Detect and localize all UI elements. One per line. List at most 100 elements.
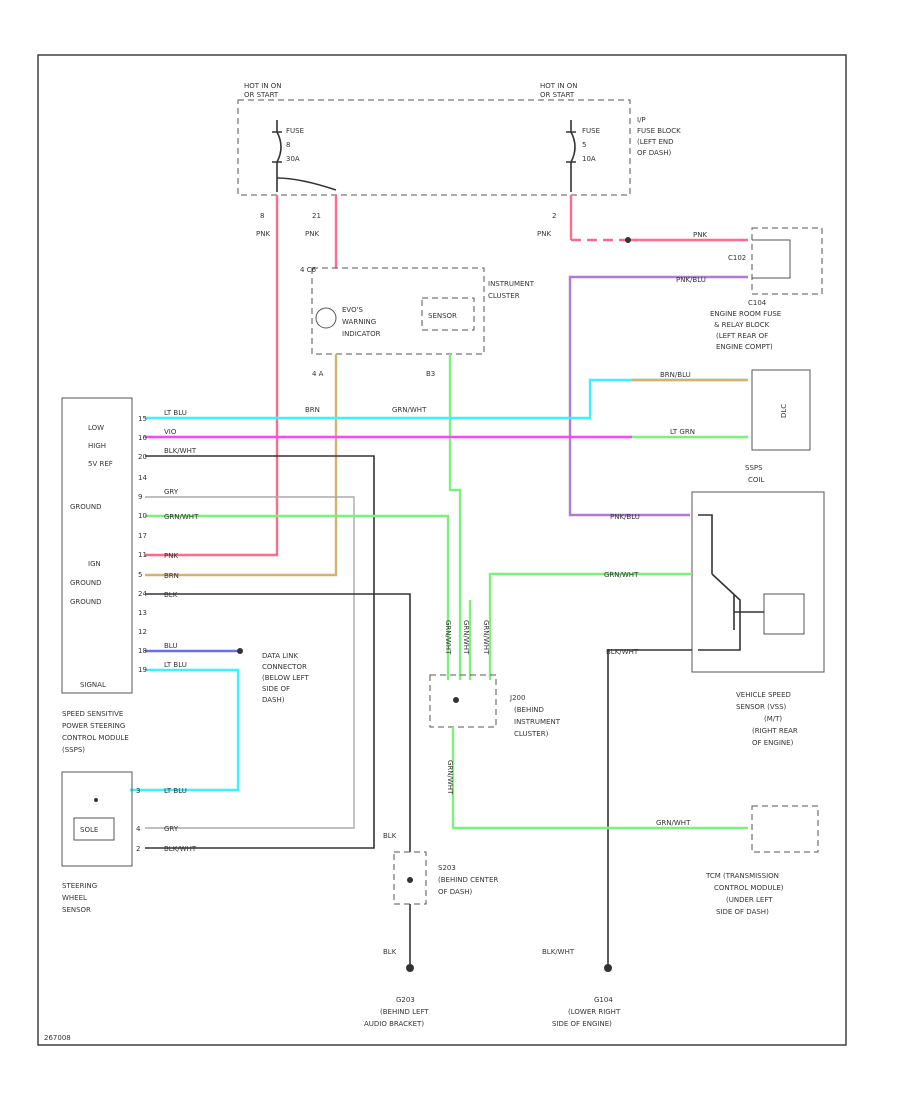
fuse-5-number: 5: [582, 141, 586, 149]
wire-label-blk-3: BLK: [383, 948, 397, 956]
data-link-connector-dot: [237, 648, 243, 654]
connector-dot-c102: [625, 237, 631, 243]
connector-c104: C104: [748, 299, 767, 307]
steering-sensor-inner-label: SOLE: [80, 826, 98, 834]
wire-label-blk-2: BLK: [383, 832, 397, 840]
module-pin-num-20: 20: [138, 453, 147, 461]
wire-label-pnk-1: PNK: [256, 230, 270, 238]
instrument-cluster: 4 C6 EVO'S WARNING INDICATOR SENSOR INST…: [300, 266, 535, 378]
coil-title-2: COIL: [748, 476, 764, 484]
tcm: TCM (TRANSMISSION CONTROL MODULE) (UNDER…: [705, 805, 819, 916]
ssps-label-4: (SSPS): [62, 746, 85, 754]
steering-wheel-sensor: SOLE 3 4 2 STEERING WHEEL SENSOR: [61, 771, 141, 914]
steering-sensor-box: [61, 771, 133, 867]
wire-label-blkwht-4: BLK/WHT: [542, 948, 575, 956]
wire-label-ltblu-3: LT BLU: [164, 787, 187, 795]
wire-brn-cluster-to-module: [145, 354, 338, 577]
steering-sensor-contact: [94, 798, 98, 802]
vss-label-1: VEHICLE SPEED: [736, 691, 791, 699]
vss-label-4: (RIGHT REAR: [752, 727, 798, 735]
s203-id: S203: [438, 864, 456, 872]
fuse-8-name: FUSE: [286, 127, 304, 135]
coil-element: [763, 593, 805, 635]
vss-transistor: [698, 514, 764, 651]
vss-label-2: SENSOR (VSS): [736, 703, 787, 711]
relay-block-label-2: & RELAY BLOCK: [714, 321, 770, 329]
module-pin-num-19: 19: [138, 666, 147, 674]
dlc-label: DLC: [780, 404, 788, 418]
module-pin-num-18: 18: [138, 647, 147, 655]
j200-label-1: (BEHIND: [514, 706, 544, 714]
steering-sensor-label-3: SENSOR: [62, 906, 91, 914]
cluster-pin-bottom-right: B3: [426, 370, 435, 378]
module-pin-num-5: 5: [138, 571, 142, 579]
module-pin-ground-1: GROUND: [70, 503, 102, 511]
cluster-pin-bottom-left: 4 A: [312, 370, 324, 378]
diagram-frame: [37, 54, 847, 1046]
data-link-label-3: (BELOW LEFT: [262, 674, 309, 682]
wire-label-pnk-5: PNK: [164, 552, 178, 560]
module-pin-5vref: 5V REF: [88, 460, 113, 468]
wire-label-pnk-4: PNK: [693, 231, 707, 239]
s203-node: [407, 877, 413, 883]
fuse-block: HOT IN ON OR START HOT IN ON OR START FU…: [237, 82, 681, 196]
j200-label-2: INSTRUMENT: [514, 718, 561, 726]
module-pin-num-14: 14: [138, 474, 147, 482]
wire-label-pnk-2: PNK: [305, 230, 319, 238]
cluster-label-2: CLUSTER: [488, 292, 520, 300]
wire-ltblu-low: [145, 378, 748, 420]
wire-blkwht-vss-ground: [607, 649, 692, 968]
ssps-label-3: CONTROL MODULE: [62, 734, 129, 742]
hot-left-line1: HOT IN ON: [244, 82, 282, 90]
coil-title-1: SSPS: [745, 464, 763, 472]
warning-indicator-lamp: [315, 307, 337, 329]
wire-label-blkwht-1: BLK/WHT: [164, 447, 197, 455]
wire-label-brn-2: BRN: [164, 572, 179, 580]
wire-label-gry-2: GRY: [164, 825, 179, 833]
ssps-module-box: [61, 397, 133, 694]
ground-g203-symbol: [406, 964, 414, 972]
fuse-block-bus-left: [276, 177, 337, 191]
pin-2-label: 2: [552, 212, 556, 220]
pin-8-label: 8: [260, 212, 264, 220]
module-pin-num-12: 12: [138, 628, 147, 636]
wire-label-ltgrn: LT GRN: [670, 428, 695, 436]
hot-right-line2: OR START: [540, 91, 575, 99]
steering-pin-3: 3: [136, 787, 140, 795]
relay-block-label-3: (LEFT REAR OF: [716, 332, 768, 340]
wire-label-pnkblu-2: PNK/BLU: [610, 513, 640, 521]
ssps-module: LOW HIGH 5V REF GROUND IGN GROUND GROUND…: [61, 397, 147, 754]
connector-c102: C102: [728, 254, 746, 262]
steering-sensor-label-2: WHEEL: [62, 894, 87, 902]
module-pin-num-16: 16: [138, 434, 147, 442]
fuse-block-label-1: I/P: [637, 116, 646, 124]
data-link-label-5: DASH): [262, 696, 285, 704]
wire-label-grnwht-v4: GRN/WHT: [446, 760, 454, 795]
splice-j200: J200 (BEHIND INSTRUMENT CLUSTER): [429, 674, 561, 738]
vss-label-3: (M/T): [764, 715, 782, 723]
steering-sensor-inner: [73, 817, 115, 841]
ground-g203-id: G203: [396, 996, 415, 1004]
data-link-label-4: SIDE OF: [262, 685, 290, 693]
fuse-5-rating: 10A: [582, 155, 596, 163]
steering-pin-4: 4: [136, 825, 141, 833]
s203-label-1: (BEHIND CENTER: [438, 876, 498, 884]
j200-outline: [429, 674, 497, 728]
ground-g104-id: G104: [594, 996, 613, 1004]
module-pin-low: LOW: [88, 424, 104, 432]
fuse-8-link: [276, 131, 282, 163]
wire-label-pnk-3: PNK: [537, 230, 551, 238]
module-pin-num-17: 17: [138, 532, 147, 540]
wire-label-brnblu: BRN/BLU: [660, 371, 691, 379]
ssps-label-1: SPEED SENSITIVE: [62, 710, 123, 718]
j200-label-3: CLUSTER): [514, 730, 549, 738]
tcm-label-2: CONTROL MODULE): [714, 884, 784, 892]
module-pin-ground-2: GROUND: [70, 579, 102, 587]
data-link-label-1: DATA LINK: [262, 652, 298, 660]
module-pin-high: HIGH: [88, 442, 106, 450]
j200-id: J200: [509, 694, 525, 702]
wire-grnwht-cluster-sensor: [448, 354, 462, 680]
fuse-5-name: FUSE: [582, 127, 600, 135]
pin-21-label: 21: [312, 212, 321, 220]
fuse-5-symbol: [566, 120, 576, 192]
